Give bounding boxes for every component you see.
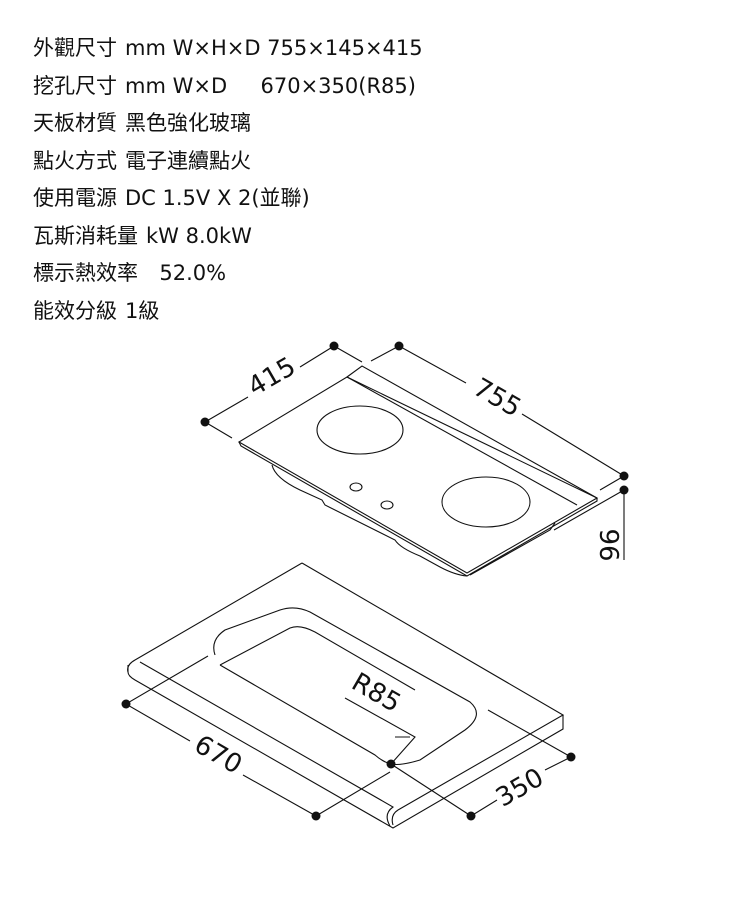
spec-label: 外觀尺寸 [33, 36, 117, 60]
width-label: 755 [468, 373, 526, 424]
spec-label: 標示熱效率 [33, 261, 138, 285]
spec-row-cutout: 挖孔尺寸 mm W×D 670×350(R85) [33, 68, 431, 106]
spec-label: 點火方式 [33, 148, 117, 173]
spec-value: 1級 [125, 298, 160, 323]
spec-label: 使用電源 [33, 186, 117, 210]
spec-row-dimensions: 外觀尺寸 mm W×H×D 755×145×415 [33, 30, 431, 68]
countertop-dimensions: R85 670 350 [121, 655, 576, 821]
spec-value: 電子連續點火 [125, 148, 251, 173]
spec-row-efficiency: 標示熱效率 52.0% [33, 255, 431, 293]
cutout-outer [213, 607, 477, 766]
dimension-point [619, 471, 629, 481]
spec-row-gas: 瓦斯消耗量 kW 8.0kW [33, 218, 431, 256]
height-label: 96 [593, 528, 623, 561]
spec-value: 黑色強化玻璃 [125, 111, 251, 135]
dimension-point [121, 699, 131, 709]
dimension-point [566, 752, 576, 762]
spec-row-grade: 能效分級 1級 [33, 293, 431, 331]
knob-right [380, 500, 394, 510]
spec-label: 天板材質 [33, 111, 117, 135]
spec-value: DC 1.5V X 2(並聯) [125, 186, 310, 210]
depth-label: 415 [243, 352, 301, 403]
dimension-point [200, 417, 210, 427]
spec-label: 能效分級 [33, 298, 117, 323]
cooktop-glass-top [237, 376, 599, 574]
dimension-point [386, 759, 396, 769]
burner-right [441, 476, 531, 528]
cooktop-dimensions: 415 755 96 [200, 341, 629, 562]
spec-list: 外觀尺寸 mm W×H×D 755×145×415 挖孔尺寸 mm W×D 670×… [33, 30, 431, 330]
dimension-point [329, 341, 339, 351]
dimension-point [311, 811, 321, 821]
spec-label: 挖孔尺寸 [33, 73, 117, 98]
knob-left [349, 482, 363, 492]
dimension-point [466, 811, 476, 821]
cutout-depth-label: 350 [491, 763, 549, 814]
cutout-width-label: 670 [189, 730, 247, 781]
spec-row-power: 使用電源 DC 1.5V X 2(並聯) [33, 180, 431, 218]
dimension-point [394, 341, 404, 351]
cooktop-drawing [237, 365, 599, 577]
spec-label: 瓦斯消耗量 [33, 223, 138, 248]
spec-value: mm W×H×D 755×145×415 [125, 36, 423, 60]
radius-label: R85 [346, 667, 405, 719]
spec-value: 52.0% [146, 261, 227, 285]
countertop-drawing [127, 562, 565, 829]
burner-left [316, 405, 404, 455]
cutout-inner [219, 626, 416, 738]
spec-row-ignition: 點火方式電子連續點火 [33, 143, 431, 181]
spec-value: mm W×D 670×350(R85) [125, 73, 416, 98]
spec-row-material: 天板材質黑色強化玻璃 [33, 105, 431, 143]
dimension-point [619, 485, 629, 495]
spec-value: kW 8.0kW [146, 223, 252, 248]
